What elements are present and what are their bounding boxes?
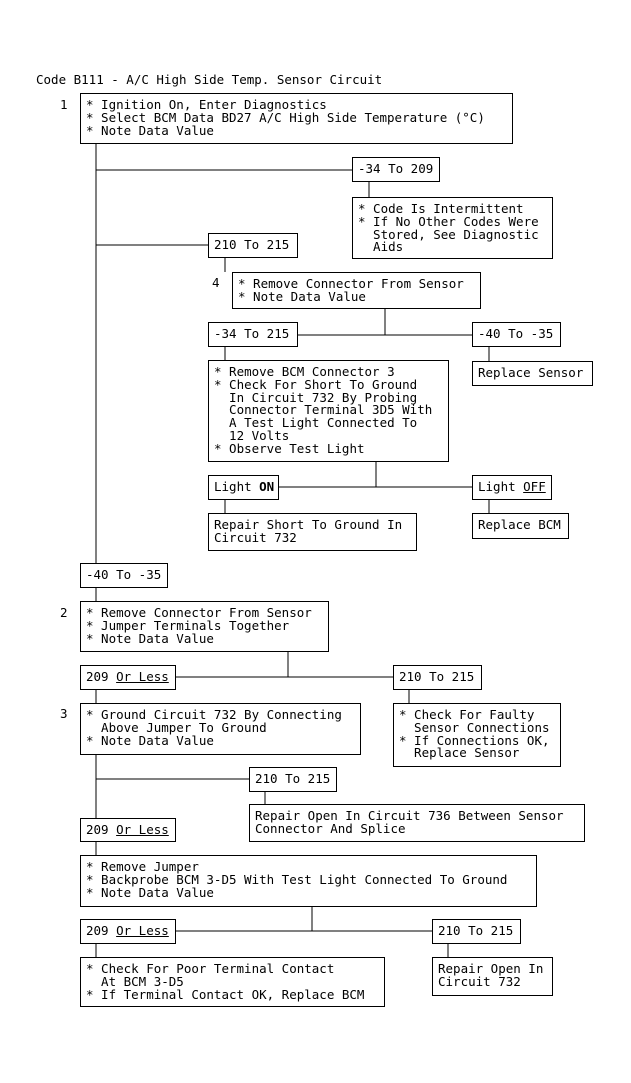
step-1-text: * Ignition On, Enter Diagnostics * Selec… (86, 97, 485, 138)
result-box-210-to-215-d: 210 To 215 (432, 919, 521, 944)
action-box-replace-sensor: Replace Sensor (472, 361, 593, 386)
step-number-3: 3 (60, 706, 68, 721)
action-box-poor-terminal-contact: * Check For Poor Terminal Contact At BCM… (80, 957, 385, 1007)
or-less-c: Or Less (116, 923, 169, 938)
result-label-210-to-215-b: 210 To 215 (399, 669, 475, 684)
result-box-209-or-less-a: 209 Or Less (80, 665, 176, 690)
step-4-text: * Remove Connector From Sensor * Note Da… (238, 276, 464, 304)
result-box-209-or-less-c: 209 Or Less (80, 919, 176, 944)
step-number-1: 1 (60, 97, 68, 112)
result-label-209-or-less-a: 209 Or Less (86, 669, 169, 684)
action-box-intermittent: * Code Is Intermittent * If No Other Cod… (352, 197, 553, 259)
result-box-209-or-less-b: 209 Or Less (80, 818, 176, 842)
action-box-repair-open-736: Repair Open In Circuit 736 Between Senso… (249, 804, 585, 842)
result-label-minus34-to-209: -34 To 209 (358, 161, 434, 176)
action-box-repair-short: Repair Short To Ground In Circuit 732 (208, 513, 417, 551)
step-6-text: * Remove Jumper * Backprobe BCM 3-D5 Wit… (86, 859, 508, 900)
value-209-c: 209 (86, 923, 117, 938)
value-209-b: 209 (86, 822, 117, 837)
result-box-light-off: Light OFF (472, 475, 552, 500)
step-4-box: * Remove Connector From Sensor * Note Da… (232, 272, 481, 309)
page-title: Code B111 - A/C High Side Temp. Sensor C… (36, 72, 383, 87)
result-label-210-to-215-a: 210 To 215 (214, 237, 290, 252)
result-box-light-on: Light ON (208, 475, 279, 500)
result-label-209-or-less-c: 209 Or Less (86, 923, 169, 938)
step-2-text: * Remove Connector From Sensor * Jumper … (86, 605, 312, 646)
action-text-intermittent: * Code Is Intermittent * If No Other Cod… (358, 201, 539, 255)
action-box-repair-open-732: Repair Open In Circuit 732 (432, 957, 553, 996)
result-label-light-on: Light ON (214, 479, 275, 494)
action-text-repair-open-736: Repair Open In Circuit 736 Between Senso… (255, 808, 564, 836)
step-3-box: * Ground Circuit 732 By Connecting Above… (80, 703, 361, 755)
step-number-4: 4 (212, 275, 220, 290)
result-label-209-or-less-b: 209 Or Less (86, 822, 169, 837)
result-label-minus40-to-minus35-b: -40 To -35 (86, 567, 162, 582)
action-text-poor-terminal-contact: * Check For Poor Terminal Contact At BCM… (86, 961, 365, 1002)
action-box-faulty-connections: * Check For Faulty Sensor Connections * … (393, 703, 561, 767)
result-box-210-to-215-c: 210 To 215 (249, 767, 337, 792)
action-box-replace-bcm: Replace BCM (472, 513, 569, 539)
value-209-a: 209 (86, 669, 117, 684)
step-1-box: * Ignition On, Enter Diagnostics * Selec… (80, 93, 513, 144)
light-off-value: OFF (523, 479, 546, 494)
result-label-210-to-215-c: 210 To 215 (255, 771, 331, 786)
step-number-2: 2 (60, 605, 68, 620)
result-box-210-to-215-b: 210 To 215 (393, 665, 482, 690)
step-6-box: * Remove Jumper * Backprobe BCM 3-D5 Wit… (80, 855, 537, 907)
result-box-minus34-to-215: -34 To 215 (208, 322, 298, 347)
result-label-210-to-215-d: 210 To 215 (438, 923, 514, 938)
step-5-text: * Remove BCM Connector 3 * Check For Sho… (214, 364, 433, 456)
action-text-faulty-connections: * Check For Faulty Sensor Connections * … (399, 707, 550, 761)
result-label-light-off: Light OFF (478, 479, 546, 494)
step-2-box: * Remove Connector From Sensor * Jumper … (80, 601, 329, 652)
action-text-repair-short: Repair Short To Ground In Circuit 732 (214, 517, 403, 545)
result-box-minus40-to-minus35-a: -40 To -35 (472, 322, 561, 347)
result-box-minus34-to-209: -34 To 209 (352, 157, 440, 182)
light-label-on: Light (214, 479, 260, 494)
step-3-text: * Ground Circuit 732 By Connecting Above… (86, 707, 342, 748)
step-5-box: * Remove BCM Connector 3 * Check For Sho… (208, 360, 449, 462)
action-text-replace-bcm: Replace BCM (478, 517, 561, 532)
result-label-minus40-to-minus35-a: -40 To -35 (478, 326, 554, 341)
or-less-a: Or Less (116, 669, 169, 684)
result-box-minus40-to-minus35-b: -40 To -35 (80, 563, 168, 588)
or-less-b: Or Less (116, 822, 169, 837)
action-text-repair-open-732: Repair Open In Circuit 732 (438, 961, 544, 989)
light-label-off: Light (478, 479, 524, 494)
action-text-replace-sensor: Replace Sensor (478, 365, 584, 380)
result-label-minus34-to-215: -34 To 215 (214, 326, 290, 341)
result-box-210-to-215-a: 210 To 215 (208, 233, 298, 258)
light-on-value: ON (259, 479, 275, 494)
